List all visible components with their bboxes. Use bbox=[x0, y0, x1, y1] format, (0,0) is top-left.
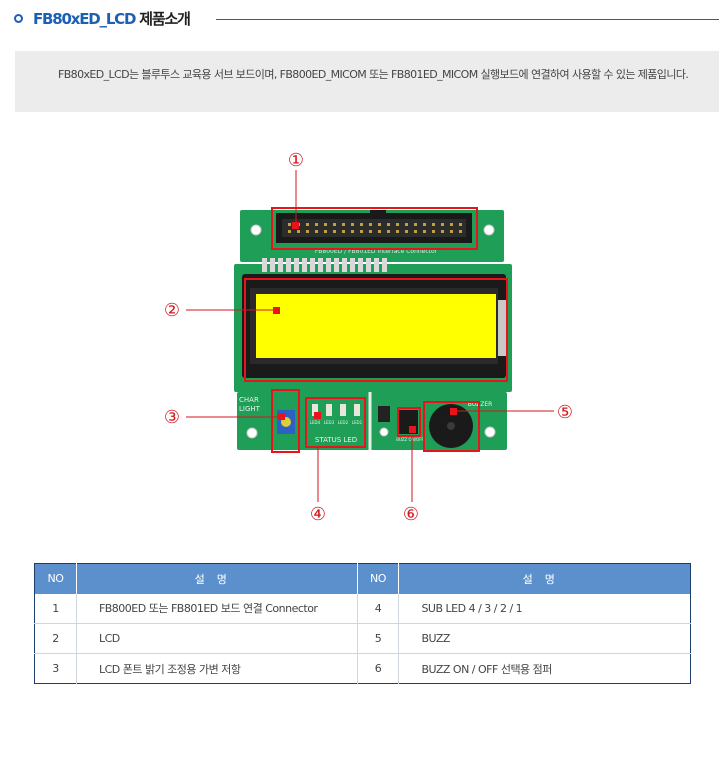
row-no: 6 bbox=[357, 653, 400, 684]
callout-1: ① bbox=[288, 150, 304, 171]
row-desc: LCD bbox=[76, 623, 358, 654]
leader-lines bbox=[186, 170, 554, 502]
col-no-1: NO bbox=[34, 563, 77, 594]
description-text: FB80xED_LCD는 블루투스 교육용 서브 보드이며, FB800ED_M… bbox=[58, 68, 689, 81]
section-header: FB80xED_LCD 제품소개 bbox=[14, 8, 719, 32]
silk-led1: LED1 bbox=[352, 420, 363, 425]
silk-connector-label: FB800ED / FB801ED Interface Connector bbox=[315, 248, 438, 255]
page-title: FB80xED_LCD 제품소개 bbox=[33, 8, 191, 29]
callout-5: ⑤ bbox=[557, 402, 573, 423]
table-row: 2 LCD 5 BUZZ bbox=[34, 623, 691, 654]
table-header-row: NO 설명 NO 설명 bbox=[34, 563, 691, 594]
row-desc: FB800ED 또는 FB801ED 보드 연결 Connector bbox=[76, 593, 358, 624]
interface-connector: FB800ED / FB801ED Interface Connector bbox=[276, 210, 472, 255]
row-desc: BUZZ ON / OFF 선택용 점퍼 bbox=[421, 662, 552, 676]
row-desc: LCD 폰트 밝기 조정용 가변 저항 bbox=[76, 653, 358, 684]
silk-buzz-jumper: BUZZ ON/OFF bbox=[396, 437, 424, 442]
board-figure: FB800ED / FB801ED Interface Connector CH… bbox=[0, 140, 725, 530]
silk-light-label: LIGHT bbox=[239, 405, 261, 413]
header-divider bbox=[216, 19, 719, 20]
silk-led4: LED4 bbox=[310, 420, 321, 425]
row-desc: SUB LED 4 / 3 / 2 / 1 bbox=[398, 593, 691, 624]
description-box: FB80xED_LCD는 블루투스 교육용 서브 보드이며, FB800ED_M… bbox=[15, 51, 719, 112]
title-rest: 제품소개 bbox=[135, 10, 191, 28]
row-desc: BUZZ bbox=[398, 623, 691, 654]
highlight-dots bbox=[273, 222, 457, 433]
callout-6: ⑥ bbox=[403, 504, 419, 525]
row-no: 1 bbox=[34, 593, 77, 624]
row-no: 5 bbox=[357, 623, 400, 654]
col-desc-1: 설명 bbox=[76, 563, 358, 594]
row-no: 2 bbox=[34, 623, 77, 654]
bullet-icon bbox=[14, 14, 23, 23]
status-led-section: LED4 LED3 LED2 LED1 STATUS LED bbox=[310, 404, 363, 444]
highlight-boxes bbox=[244, 207, 508, 453]
lcd-module bbox=[242, 274, 506, 378]
col-desc-2: 설명 bbox=[398, 563, 691, 594]
spec-table: NO 설명 NO 설명 1 FB800ED 또는 FB801ED 보드 연결 C… bbox=[34, 563, 691, 684]
callout-2: ② bbox=[164, 300, 180, 321]
board-diagram: FB800ED / FB801ED Interface Connector CH… bbox=[164, 150, 573, 525]
callout-3: ③ bbox=[164, 407, 180, 428]
silk-status-led: STATUS LED bbox=[315, 436, 357, 444]
callout-numbers: ① ② ③ ④ ⑤ ⑥ bbox=[164, 150, 573, 525]
row-no: 4 bbox=[357, 593, 400, 624]
table-row: 3 LCD 폰트 밝기 조정용 가변 저항 6 BUZZ ON / OFF 선택… bbox=[34, 653, 691, 684]
lcd-header-pins bbox=[262, 258, 387, 272]
table-row: 1 FB800ED 또는 FB801ED 보드 연결 Connector 4 S… bbox=[34, 593, 691, 624]
silk-led3: LED3 bbox=[324, 420, 335, 425]
callout-4: ④ bbox=[310, 504, 326, 525]
silk-led2: LED2 bbox=[338, 420, 349, 425]
col-no-2: NO bbox=[357, 563, 400, 594]
row-no: 3 bbox=[34, 653, 77, 684]
title-code: FB80xED_LCD bbox=[33, 10, 136, 28]
silk-char-label: CHAR bbox=[239, 396, 259, 404]
